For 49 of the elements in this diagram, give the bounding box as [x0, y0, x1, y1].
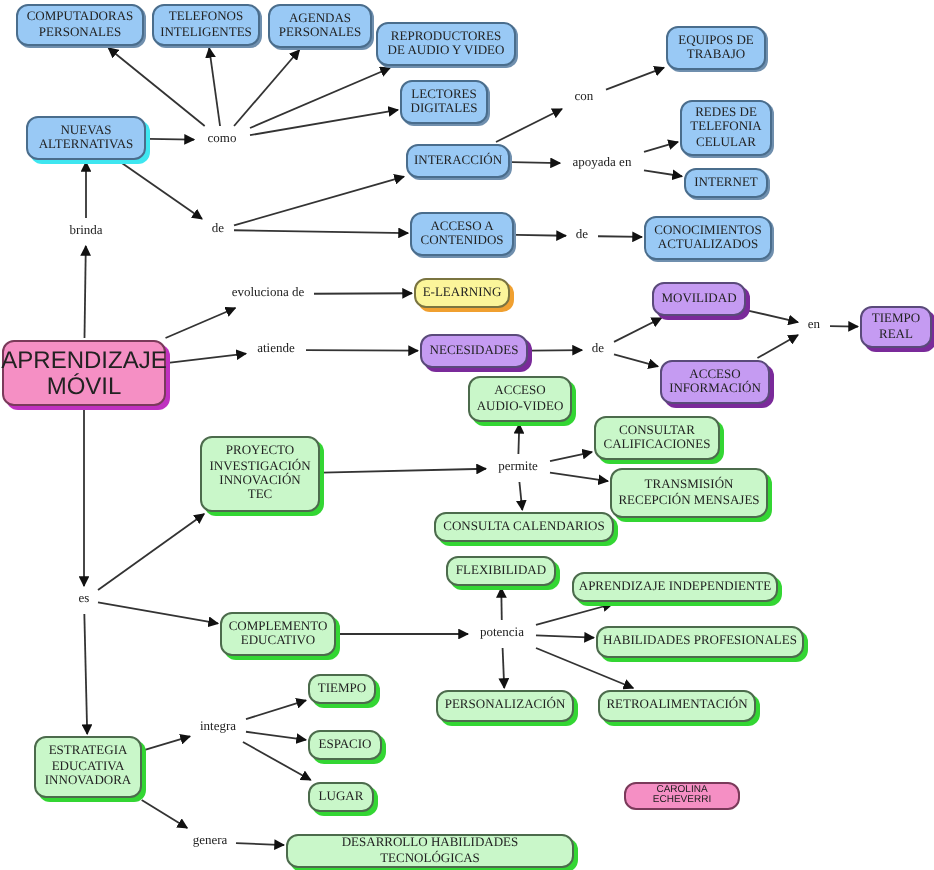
arrow — [78, 407, 90, 588]
arrow — [97, 601, 220, 628]
arrow — [80, 244, 92, 339]
arrow — [235, 839, 286, 851]
arrow — [643, 169, 684, 181]
arrow — [605, 66, 665, 91]
arrow — [205, 46, 221, 127]
arrow — [613, 353, 660, 370]
arrow — [81, 613, 93, 736]
arrow — [167, 349, 248, 364]
arrow — [233, 227, 410, 239]
arrow — [80, 160, 92, 219]
arrow — [147, 134, 196, 145]
arrow — [337, 628, 470, 640]
arrow — [143, 734, 192, 752]
arrow — [511, 157, 562, 169]
arrow — [498, 647, 510, 690]
arrow — [233, 174, 406, 227]
arrow — [597, 231, 644, 243]
arrow — [496, 586, 507, 621]
arrow — [242, 741, 312, 781]
arrow — [515, 481, 527, 512]
arrow — [747, 309, 800, 326]
arrow — [305, 345, 420, 357]
arrow — [313, 287, 414, 299]
arrow — [107, 47, 206, 127]
arrow — [249, 66, 391, 129]
arrow — [245, 698, 308, 721]
arrow — [535, 631, 596, 643]
arrow — [97, 513, 206, 591]
arrow — [164, 306, 237, 339]
arrow — [756, 334, 799, 359]
arrow — [529, 344, 584, 356]
arrow — [249, 106, 400, 137]
arrow — [513, 422, 525, 455]
arrow — [643, 139, 680, 153]
arrow — [549, 448, 594, 462]
arrow — [233, 49, 301, 127]
arrow — [119, 161, 203, 220]
arrow — [535, 647, 635, 690]
arrow — [829, 321, 860, 332]
arrow — [549, 471, 610, 486]
arrow — [140, 799, 189, 829]
arrow — [535, 601, 614, 626]
arrow — [245, 730, 308, 744]
arrow — [321, 463, 488, 475]
arrow — [495, 108, 563, 143]
arrow — [613, 317, 663, 343]
arrow — [515, 230, 568, 241]
